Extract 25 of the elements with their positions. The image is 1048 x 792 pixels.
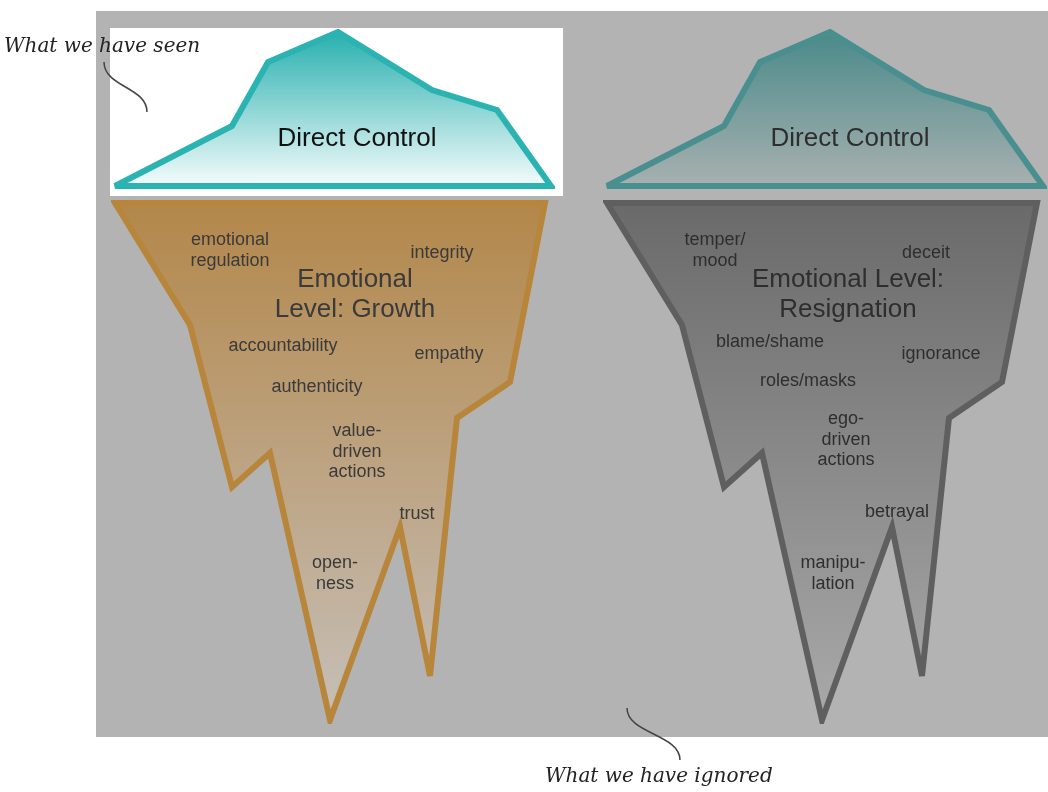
iceberg-term: emotional regulation <box>189 229 271 271</box>
iceberg-term: value-driven actions <box>327 419 387 483</box>
iceberg-heading: Emotional Level: Resignation <box>750 264 946 324</box>
iceberg-term: ego-driven actions <box>816 407 876 471</box>
iceberg-tip-label: Direct Control <box>769 123 931 153</box>
iceberg-term: blame/shame <box>714 330 826 352</box>
iceberg-term: ignorance <box>900 342 982 364</box>
iceberg-term: trust <box>398 502 436 524</box>
iceberg-term: deceit <box>900 241 951 263</box>
handwritten-note: What we have seen <box>4 30 244 64</box>
iceberg-term: integrity <box>409 241 475 263</box>
iceberg-term: empathy <box>413 342 485 364</box>
leader-line <box>626 707 681 761</box>
iceberg-term: open-ness <box>310 552 359 594</box>
iceberg-term: manipu-lation <box>799 552 867 594</box>
iceberg-heading: Emotional Level: Growth <box>273 264 437 324</box>
iceberg-term: authenticity <box>270 375 364 397</box>
iceberg-term: roles/masks <box>759 369 857 391</box>
iceberg-term: betrayal <box>863 500 930 522</box>
iceberg-term: accountability <box>227 334 339 356</box>
handwritten-note: What we have ignored <box>545 760 835 792</box>
hidden-area-panel <box>96 11 1048 737</box>
iceberg-tip-label: Direct Control <box>276 123 438 153</box>
iceberg-term: temper/ mood <box>683 229 747 271</box>
leader-line <box>103 61 148 113</box>
